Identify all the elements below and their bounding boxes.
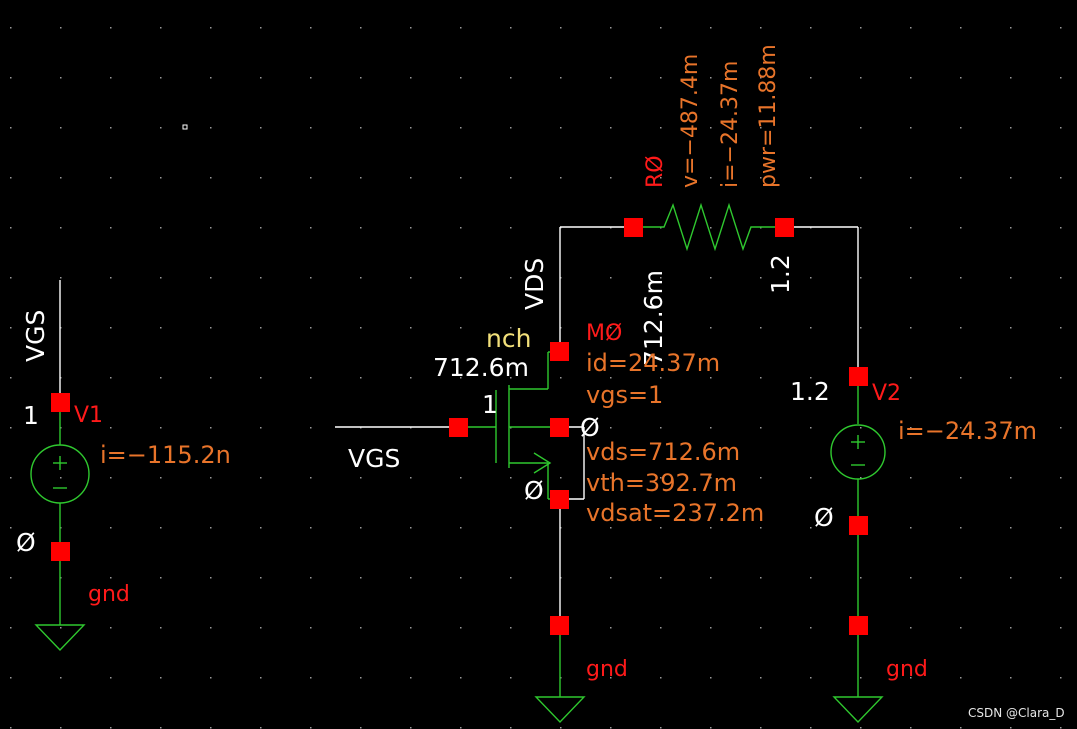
m0-name: MØ [586, 321, 622, 346]
v2-plus-pin [849, 367, 868, 386]
m0-param-vdsat: vdsat=237.2m [586, 499, 764, 527]
v2-gnd-label: gnd [886, 657, 928, 682]
v1-node-top: 1 [23, 401, 39, 430]
v2-gnd-pin [849, 616, 868, 635]
r0-param-i: i=−24.37m [718, 61, 743, 188]
v1-gnd-label: gnd [88, 582, 130, 607]
net-label-vds: VDS [520, 258, 549, 310]
m0-bulk-node: Ø [580, 413, 600, 442]
v2-name: V2 [872, 381, 901, 406]
r0-resistor[interactable] [633, 202, 784, 252]
m0-gnd-pin [550, 616, 569, 635]
v1-source[interactable] [30, 402, 90, 652]
net-label-vgs-gate: VGS [348, 444, 400, 473]
watermark: CSDN @Clara_D [968, 706, 1065, 720]
m0-param-vds: vds=712.6m [586, 438, 740, 466]
v1-name: V1 [74, 403, 103, 428]
m0-gnd-label: gnd [586, 657, 628, 682]
origin-marker [182, 124, 188, 130]
pins [51, 218, 868, 635]
v1-minus-pin [51, 542, 70, 561]
v1-node-bottom: Ø [16, 528, 36, 557]
m0-param-vgs: vgs=1 [586, 381, 663, 409]
r0-right-pin [775, 218, 794, 237]
m0-multiplier: 1 [482, 390, 498, 419]
v1-current: i=−115.2n [100, 441, 231, 469]
m0-bulk-pin [550, 418, 569, 437]
v2-source[interactable] [830, 376, 886, 724]
m0-source-node: Ø [524, 476, 544, 505]
v2-value: 1.2 [790, 377, 830, 406]
v1-plus-pin [51, 393, 70, 412]
v2-minus-pin [849, 516, 868, 535]
m0-param-id: id=24.37m [586, 349, 720, 377]
m0-width: 712.6m [433, 353, 529, 382]
m0-transistor[interactable] [458, 351, 586, 724]
m0-model: nch [486, 324, 531, 353]
r0-param-v: v=−487.4m [678, 54, 703, 188]
v2-current: i=−24.37m [898, 417, 1037, 445]
r0-name: RØ [643, 155, 668, 188]
net-label-vgs-left: VGS [21, 310, 50, 362]
m0-drain-pin [550, 342, 569, 361]
m0-drain-voltage: 712.6m [639, 270, 668, 366]
m0-source-pin [550, 490, 569, 509]
m0-param-vth: vth=392.7m [586, 469, 737, 497]
m0-gate-pin [449, 418, 468, 437]
r0-right-node: 1.2 [766, 254, 795, 294]
r0-param-pwr: pwr=11.88m [756, 44, 781, 188]
r0-left-pin [624, 218, 643, 237]
v2-node-bottom: Ø [814, 503, 834, 532]
grid-dots [10, 27, 1062, 729]
wires [59, 226, 859, 625]
